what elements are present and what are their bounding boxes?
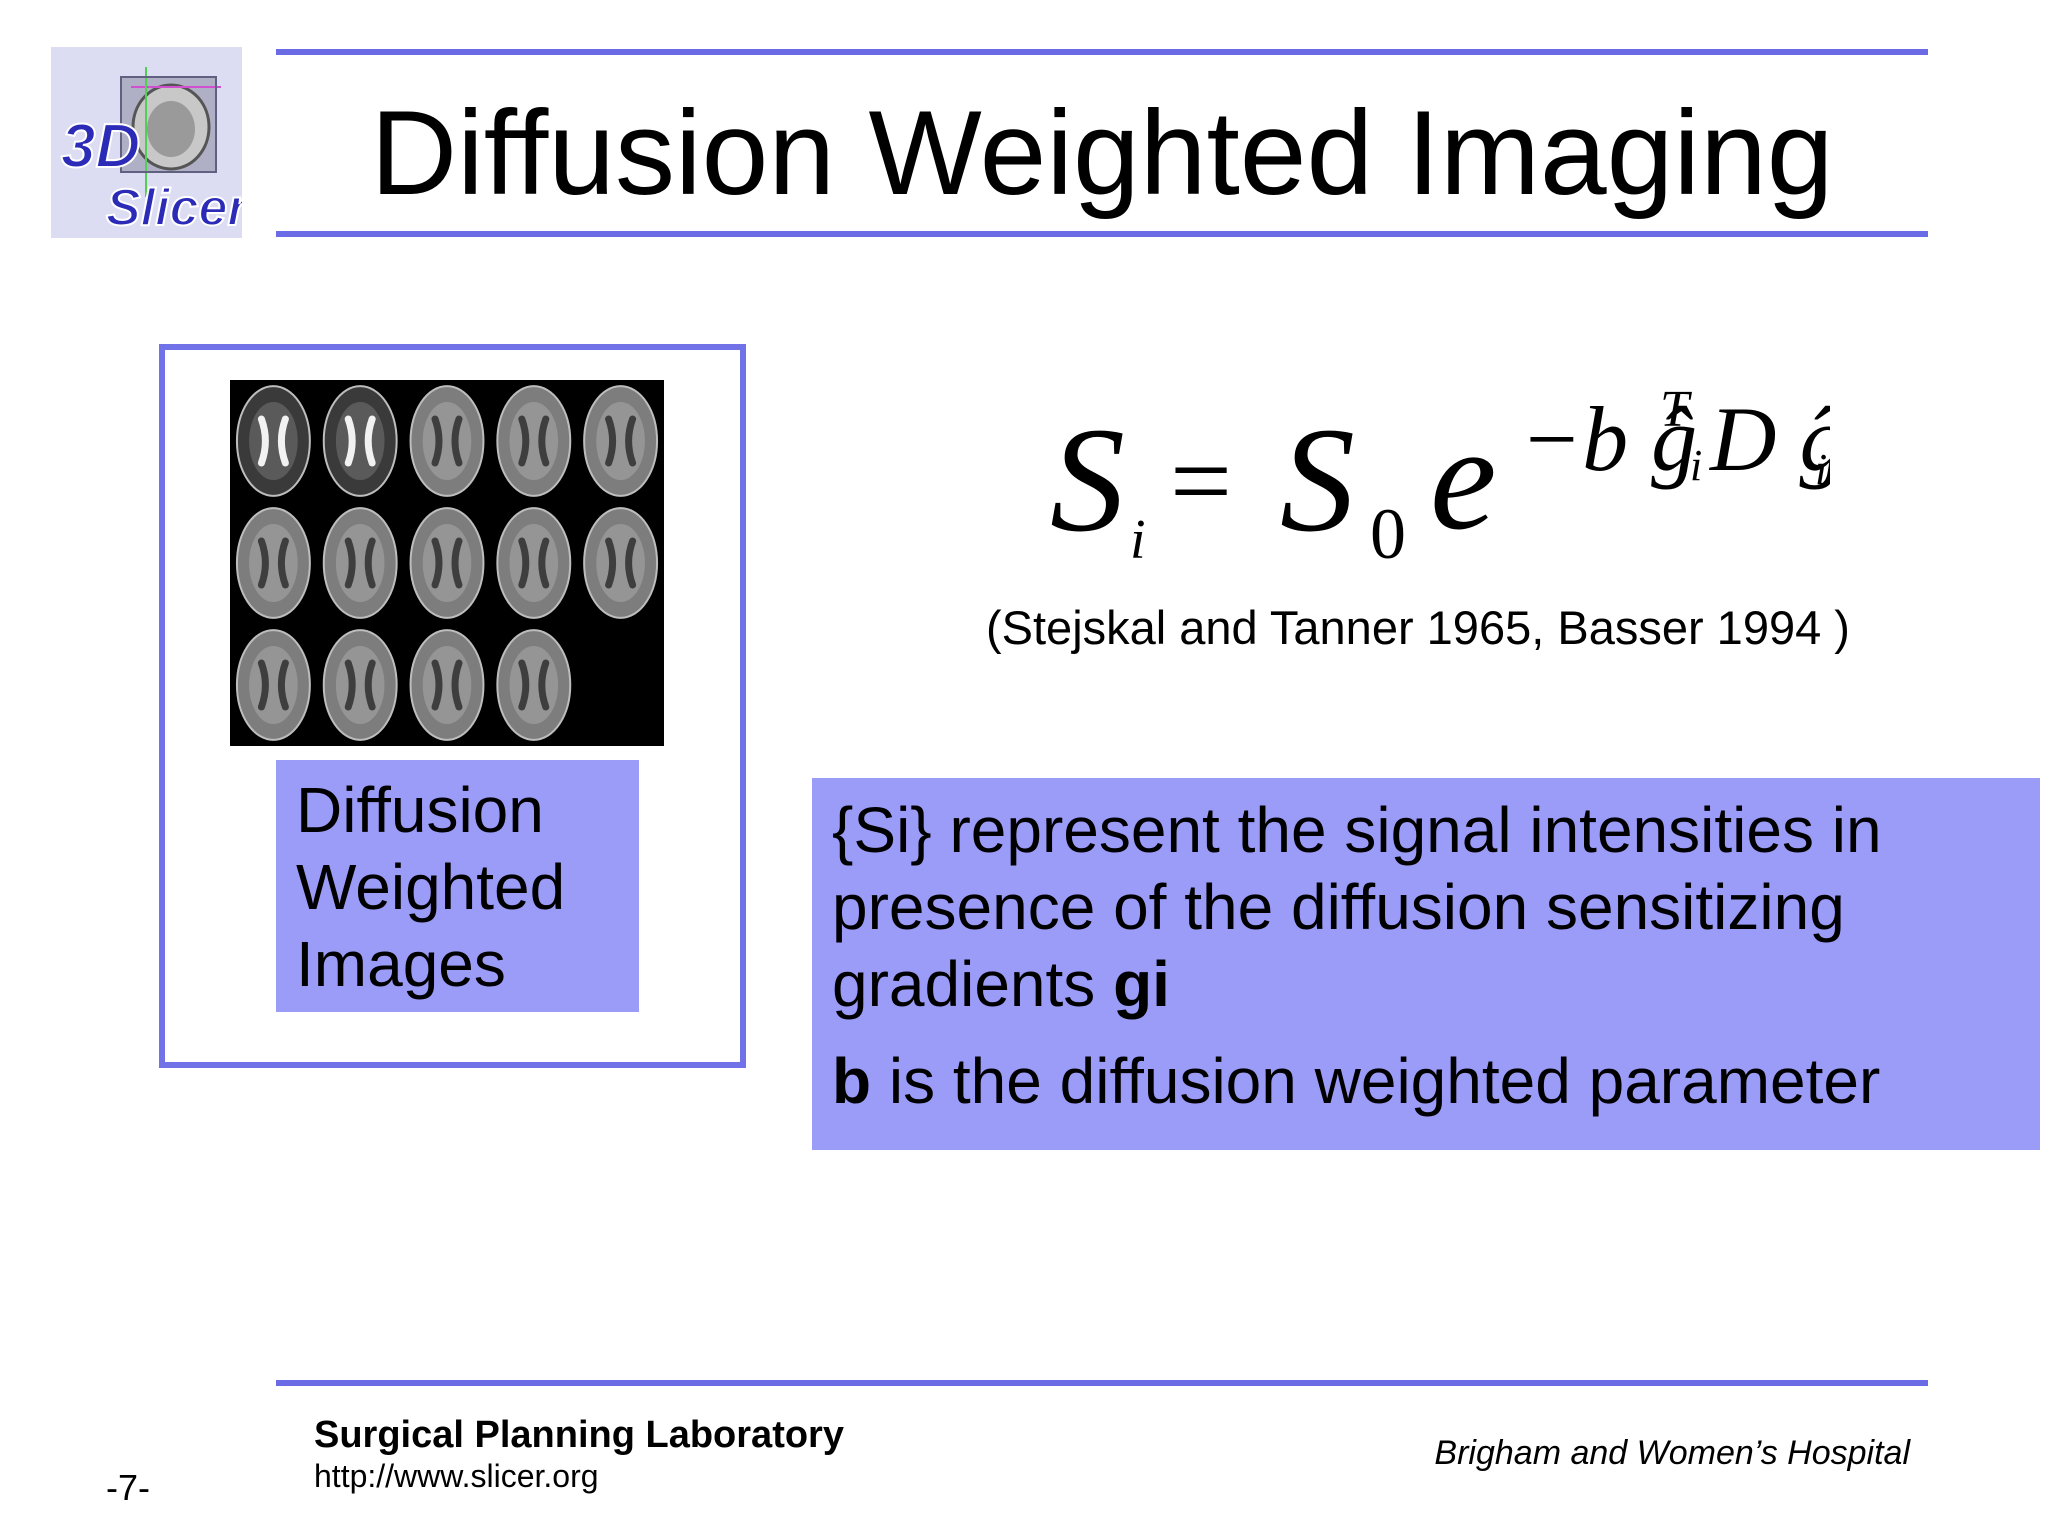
- formula-equals: =: [1170, 420, 1232, 542]
- footer-rule: [276, 1380, 1928, 1386]
- brain-slice: [322, 385, 398, 497]
- description-line-2: b is the diffusion weighted parameter: [832, 1045, 1881, 1117]
- formula-exp-e: e: [1430, 395, 1497, 561]
- brain-slice: [235, 629, 311, 741]
- description-box: {Si} represent the signal intensities in…: [812, 778, 2040, 1150]
- brain-slice: [235, 385, 311, 497]
- citation: (Stejskal and Tanner 1965, Basser 1994 ): [986, 601, 1850, 654]
- slide-title: Diffusion Weighted Imaging: [370, 86, 1834, 220]
- brain-slices: [235, 385, 659, 741]
- brain-slice: [235, 507, 311, 619]
- footer-lab-name: Surgical Planning Laboratory: [314, 1414, 844, 1456]
- brain-slice: [409, 385, 485, 497]
- title-top-rule: [276, 49, 1928, 55]
- brain-slice: [409, 629, 485, 741]
- formula-s0-sub: 0: [1370, 494, 1406, 574]
- logo-brain-icon: 3D Slicer: [60, 67, 242, 238]
- b-symbol: b: [832, 1045, 872, 1117]
- image-frame: [159, 344, 746, 1068]
- page-number: -7-: [106, 1467, 150, 1508]
- brain-slice: [496, 629, 572, 741]
- logo-slicer-text: Slicer: [106, 179, 242, 237]
- formula-exp-sub: i: [1690, 441, 1702, 490]
- brain-slice: [496, 507, 572, 619]
- formula-exp-sup: T: [1660, 381, 1692, 438]
- footer-url-link[interactable]: http://www.slicer.org: [314, 1458, 599, 1494]
- brain-slice: [583, 385, 659, 497]
- formula-exp-mid: D ĝ: [1708, 388, 1830, 490]
- brain-slice: [496, 385, 572, 497]
- description-line-1: {Si} represent the signal intensities in…: [832, 794, 1882, 1020]
- formula-s-sub: i: [1130, 509, 1146, 571]
- formula-exp-sub2: i: [1815, 445, 1827, 494]
- brain-slice: [409, 507, 485, 619]
- brain-slice: [322, 507, 398, 619]
- footer-hospital: Brigham and Women’s Hospital: [1434, 1434, 1910, 1472]
- title-bottom-rule: [276, 231, 1928, 237]
- formula-s0: S: [1280, 397, 1355, 563]
- logo-3d-text: 3D: [61, 112, 140, 181]
- brain-slice: [322, 629, 398, 741]
- stejskal-tanner-formula: S i = S 0 e −b ĝ i T D ĝ i: [1050, 380, 1845, 580]
- formula-exponent: −b ĝ: [1520, 388, 1697, 490]
- slicer-logo: 3D Slicer: [51, 47, 242, 238]
- image-caption: Diffusion Weighted Images: [276, 760, 639, 1012]
- formula-s: S: [1050, 397, 1125, 563]
- brain-slice: [583, 507, 659, 619]
- brain-mosaic-image: [230, 380, 664, 746]
- gradient-symbol: gi: [1113, 948, 1170, 1020]
